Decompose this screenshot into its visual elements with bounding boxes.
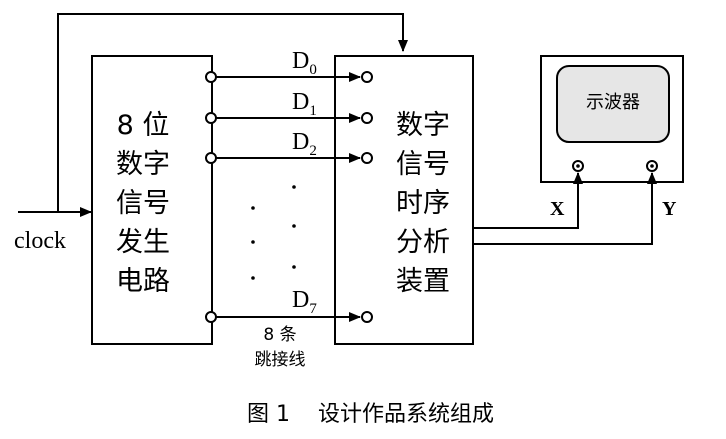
clock-label: clock (14, 228, 66, 254)
oscilloscope-screen (556, 65, 670, 143)
analyzer-line-2: 信号 (396, 149, 450, 180)
analyzer-line-5: 装置 (396, 266, 450, 297)
y-signal-arrow (473, 172, 657, 245)
oscilloscope-label: 示波器 (586, 92, 640, 113)
clock-feedback-arrow (57, 13, 408, 212)
generator-line-2: 数字 (116, 149, 170, 180)
generator-line-5: 电路 (116, 266, 170, 297)
ellipsis-dots (251, 185, 296, 280)
jumper-count-label: 8 条 (263, 325, 296, 345)
data-line-label-d0: D0 (292, 48, 317, 78)
analyzer-line-1: 数字 (396, 110, 450, 141)
analyzer-text: 数字 信号 时序 分析 装置 (396, 110, 450, 297)
analyzer-line-3: 时序 (396, 188, 450, 219)
oscilloscope-x-terminal (572, 160, 584, 172)
generator-box (91, 55, 213, 345)
data-line-d2 (205, 152, 373, 164)
figure-number: 图 1 (247, 402, 290, 427)
data-line-d1 (205, 112, 373, 124)
data-line-label-d1: D1 (292, 89, 317, 119)
y-channel-label: Y (662, 198, 677, 220)
generator-line-3: 信号 (116, 188, 170, 219)
analyzer-line-4: 分析 (396, 227, 450, 258)
generator-line-4: 发生 (116, 227, 170, 258)
figure-title: 设计作品系统组成 (318, 402, 494, 427)
oscilloscope-box (540, 55, 684, 183)
x-channel-label: X (550, 198, 565, 220)
analyzer-box (334, 55, 474, 345)
data-line-label-d7: D7 (292, 287, 317, 317)
data-line-d0 (205, 71, 373, 83)
x-signal-arrow (473, 172, 583, 229)
data-line-d7 (205, 311, 373, 323)
data-line-label-d2: D2 (292, 129, 317, 159)
jumper-type-label: 跳接线 (255, 350, 306, 370)
oscilloscope-y-terminal (646, 160, 658, 172)
generator-line-1: 8 位 (117, 110, 170, 141)
generator-text: 8 位 数字 信号 发生 电路 (116, 110, 170, 297)
